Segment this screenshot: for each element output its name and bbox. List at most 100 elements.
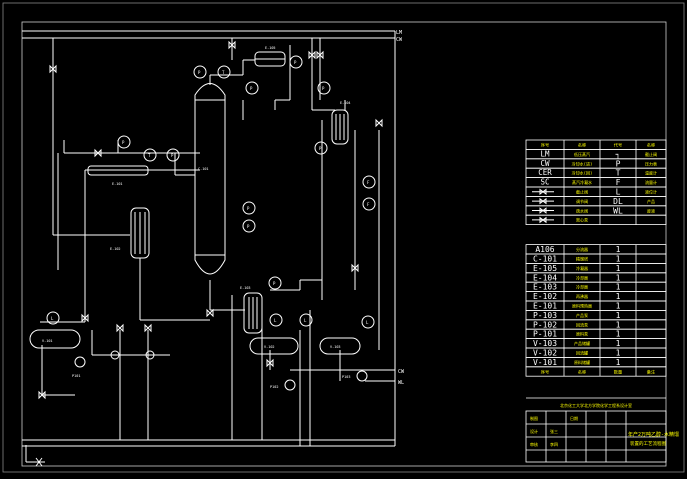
tag-e102: E-102 [110,247,121,251]
svg-text:T: T [148,153,151,158]
legend-name: 冷却水(回) [572,170,593,176]
equipment-tag: C-101 [533,255,557,264]
legend-footer-cell: 名称 [578,368,586,375]
equipment-tag: E-105 [533,264,557,273]
equipment-qty: 1 [616,264,621,273]
drawing-title: 装置的工艺流程图 [630,440,666,447]
tag-e104: E-104 [340,101,351,105]
legend-name2: 温度计 [645,170,657,176]
legend-name: 疏水阀 [576,207,588,213]
tag-v101: V-101 [42,339,53,343]
process-piping [22,31,396,447]
equipment-qty: 1 [616,358,621,367]
legend-code: DL [613,197,623,206]
tag-e101: E-101 [112,182,123,186]
equipment-tag: A106 [535,245,554,254]
legend-header-cell: 序号 [541,142,549,149]
legend-name2: 流量计 [645,179,657,185]
equipment-qty: 1 [616,273,621,282]
svg-text:F: F [367,180,370,185]
equipment-qty: 1 [616,330,621,339]
equipment-tag: V-102 [533,349,557,358]
equipment-name: 回流泵 [576,321,588,327]
equipment-name: 分流器 [576,246,588,252]
exchanger-e104 [331,109,349,145]
legend-footer-cell: 序号 [541,368,549,375]
exchanger-e103 [243,292,263,334]
svg-text:T: T [222,70,225,75]
title-date-label: 日期 [570,415,578,421]
legend-name2: 压力表 [645,160,657,166]
equipment-tag: E-103 [533,283,557,292]
equipment-name: 原料泵 [576,331,588,337]
condenser-e105 [254,51,286,67]
equipment-name: 冷却器 [576,274,588,280]
ucs-icon [25,445,45,467]
outlet-wl: WL [398,380,404,386]
svg-text:P: P [322,86,325,91]
equipment-tag: P-101 [533,330,557,339]
legend-name: 离心泵 [576,217,588,223]
legend-symbol: LM [540,149,550,158]
legend-name: 截止阀 [576,189,588,195]
title-role: 制图 [530,415,538,421]
equipment-qty: 1 [616,292,621,301]
tag-v102: V-102 [264,345,275,349]
title-name: 李四 [550,441,558,447]
legend-code: P [616,159,621,168]
equipment-qty: 1 [616,283,621,292]
title-role: 审核 [530,441,538,447]
pump-p103 [356,370,368,382]
equipment-name: 精馏塔 [576,256,588,262]
equipment-tag: E-102 [533,292,557,301]
equipment-name: 产品储罐 [574,340,590,346]
legend-symbol: SC [540,178,549,187]
legend-name2: 液位计 [645,189,657,195]
equipment-tag: P-102 [533,320,557,329]
outer-border [2,2,685,473]
legend-name: 冷却水(进) [572,160,593,166]
svg-text:P: P [250,86,253,91]
legend-valve-icon [539,188,547,195]
equipment-name: 产品泵 [576,312,588,318]
instrument-bubbles [46,55,376,329]
equipment-name: 再沸器 [576,293,588,299]
line-label-lm: LM [396,30,402,36]
legend-code: WL [613,206,623,215]
svg-text:L: L [274,318,277,323]
equipment-name: 原料储罐 [574,359,590,365]
equipment-qty: 1 [616,302,621,311]
tag-e103: E-103 [240,286,251,290]
tag-e105: E-105 [265,46,276,50]
legend-symbol: CER [538,168,552,177]
drawing-title: 年产2万吨乙醇-水精馏 [628,431,679,438]
header-pipes [22,30,395,39]
equipment-qty: 1 [616,245,621,254]
outlet-cw: CW [398,369,405,375]
vessel-v103 [319,337,361,355]
legend-name: 低压蒸汽 [574,151,590,157]
tag-v103: V-103 [330,345,341,349]
legend-code: L [616,188,621,197]
legend-valve-icon [539,207,547,214]
equipment-qty: 1 [616,339,621,348]
svg-text:L: L [51,316,54,321]
svg-text:P: P [319,146,322,151]
tag-p101: P101 [72,374,80,378]
svg-text:P: P [171,153,174,158]
svg-text:L: L [304,318,307,323]
equipment-qty: 1 [616,311,621,320]
legend-valve-icon [539,216,547,224]
legend-name2: 产品 [647,198,655,204]
column-c101 [194,83,226,275]
valves [38,40,383,400]
svg-text:P: P [122,140,125,145]
vessel-v102 [249,337,299,355]
svg-text:P: P [247,206,250,211]
equipment-qty: 1 [616,320,621,329]
title-block: 北京化工大学北方学院化学工程系设计室制图设计审核日期张三李四年产2万吨乙醇-水精… [525,397,679,463]
equipment-tag: V-101 [533,358,557,367]
pump-p102 [284,379,296,391]
